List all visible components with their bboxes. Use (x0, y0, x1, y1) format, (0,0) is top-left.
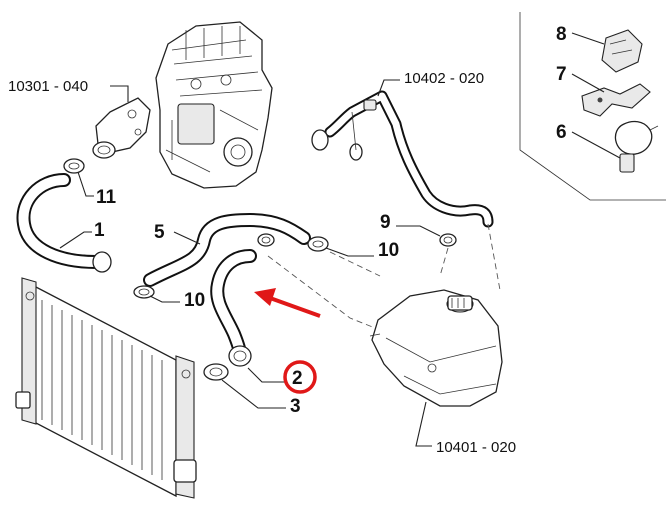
red-arrow (254, 288, 321, 318)
hose-5 (143, 213, 311, 287)
leader-1 (59, 231, 92, 249)
leader-9 (396, 225, 441, 237)
leader-2 (247, 367, 286, 383)
leader-tank (415, 401, 432, 447)
callout-2: 2 (292, 368, 303, 389)
callout-8: 8 (556, 24, 567, 45)
hose-2 (210, 249, 257, 367)
leader-11 (77, 171, 94, 197)
engine-block (155, 21, 273, 189)
part-6-band-clip (614, 120, 659, 173)
leader-thermostat (110, 85, 129, 102)
leader-10-right (325, 247, 374, 257)
expansion-tank (369, 289, 503, 407)
clamp-10-left (133, 285, 155, 299)
leader-6 (571, 131, 621, 159)
leader-3 (221, 379, 286, 409)
highlight-marker-2: 2 (283, 360, 317, 394)
radiator (15, 277, 197, 499)
leader-pipe (377, 79, 400, 97)
clamp-11 (63, 158, 85, 174)
callout-10-left: 10 (184, 290, 205, 311)
thermostat-housing (92, 97, 151, 159)
clamp-10-right (307, 236, 329, 252)
callout-11: 11 (96, 187, 117, 208)
clamp-3 (203, 363, 229, 381)
callout-9: 9 (380, 212, 391, 233)
leader-10-left (149, 295, 180, 303)
ref-pipe: 10402 - 020 (404, 70, 484, 87)
callout-5: 5 (154, 222, 165, 243)
leader-7 (571, 73, 605, 93)
inset-panel (519, 12, 666, 201)
coolant-pipe (311, 90, 494, 228)
leader-5 (173, 231, 201, 245)
callout-6: 6 (556, 122, 567, 143)
hose-1 (16, 173, 112, 273)
ref-thermostat: 10301 - 040 (8, 78, 88, 95)
callout-7: 7 (556, 64, 567, 85)
part-8-bracket (601, 29, 643, 73)
clamp-upper (257, 233, 275, 247)
clamp-9 (439, 233, 457, 247)
part-7-plate (581, 83, 651, 117)
callout-3: 3 (290, 396, 301, 417)
ref-tank: 10401 - 020 (436, 439, 516, 456)
dashed-assembly-lines (267, 223, 501, 331)
callout-1: 1 (94, 220, 105, 241)
callout-10-right: 10 (378, 240, 399, 261)
leader-8 (571, 32, 605, 45)
